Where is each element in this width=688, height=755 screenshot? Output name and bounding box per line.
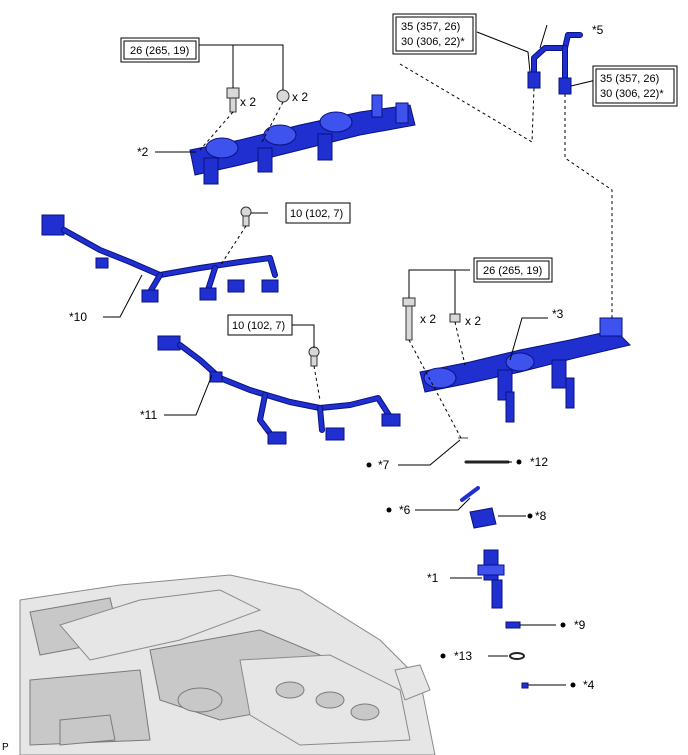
callout-13: *13 [454, 649, 472, 663]
rail-right-nut [449, 313, 461, 323]
part-9-insulator [505, 621, 521, 629]
torque-harness11-text: 10 (102, 7) [232, 320, 285, 332]
leader-lines [103, 24, 597, 686]
wire-harness-11 [157, 335, 401, 445]
torque-fuel-right-line1: 35 (357, 26) [600, 73, 659, 85]
torque-fuel-left-line1: 35 (357, 26) [401, 21, 460, 33]
rail-right-bolt [402, 297, 416, 341]
callout-8: *8 [535, 509, 547, 523]
torque-fuel-left-line2: 30 (306, 22)* [401, 36, 465, 48]
callout-7: *7 [378, 458, 390, 472]
torque-rail-top-text: 26 (265, 19) [130, 45, 189, 57]
part-1-injector [477, 549, 505, 609]
torque-box-harness10: 10 (102, 7) [285, 202, 351, 224]
rail-top-nut [276, 89, 290, 103]
fuel-delivery-pipe-right [419, 317, 631, 423]
qty-bolt-top: x 2 [240, 95, 256, 109]
callout-1: *1 [427, 571, 439, 585]
callout-5: *5 [592, 23, 604, 37]
torque-box-fuel-pipe-left: 35 (357, 26) 30 (306, 22)* [392, 13, 477, 55]
part-4-clip [521, 682, 529, 689]
callout-9: *9 [574, 618, 586, 632]
torque-fuel-right-line2: 30 (306, 22)* [600, 88, 664, 100]
callout-2: *2 [137, 145, 149, 159]
callout-4: *4 [583, 678, 595, 692]
part-8-spring [469, 507, 497, 529]
torque-rail-right-text: 26 (265, 19) [483, 265, 542, 277]
torque-box-harness11: 10 (102, 7) [227, 314, 293, 336]
rail-top-bolt [226, 87, 240, 113]
part-6-seal [460, 486, 480, 502]
fuel-pipe-5 [527, 32, 583, 95]
engine-illustration [19, 574, 436, 755]
callout-10: *10 [69, 310, 87, 324]
harness11-bolt [308, 346, 320, 367]
torque-box-fuel-pipe-right: 35 (357, 26) 30 (306, 22)* [592, 65, 678, 107]
corner-mark: P [2, 742, 9, 753]
callout-11: *11 [140, 408, 157, 422]
qty-bolt-right: x 2 [420, 312, 436, 326]
callout-3: *3 [552, 307, 564, 321]
qty-nut-right: x 2 [465, 314, 481, 328]
part-13-ring [509, 652, 525, 660]
assembly-lines [199, 63, 613, 441]
harness10-bolt [240, 206, 252, 227]
bullets [366, 459, 576, 688]
torque-box-rail-top: 26 (265, 19) [120, 37, 200, 63]
callout-12: *12 [530, 455, 548, 469]
callout-6: *6 [399, 503, 411, 517]
torque-harness10-text: 10 (102, 7) [290, 208, 343, 220]
qty-nut-top: x 2 [292, 90, 308, 104]
wire-harness-10 [41, 214, 279, 303]
fuel-delivery-pipe-left [189, 94, 416, 185]
torque-box-rail-right: 26 (265, 19) [473, 257, 553, 283]
